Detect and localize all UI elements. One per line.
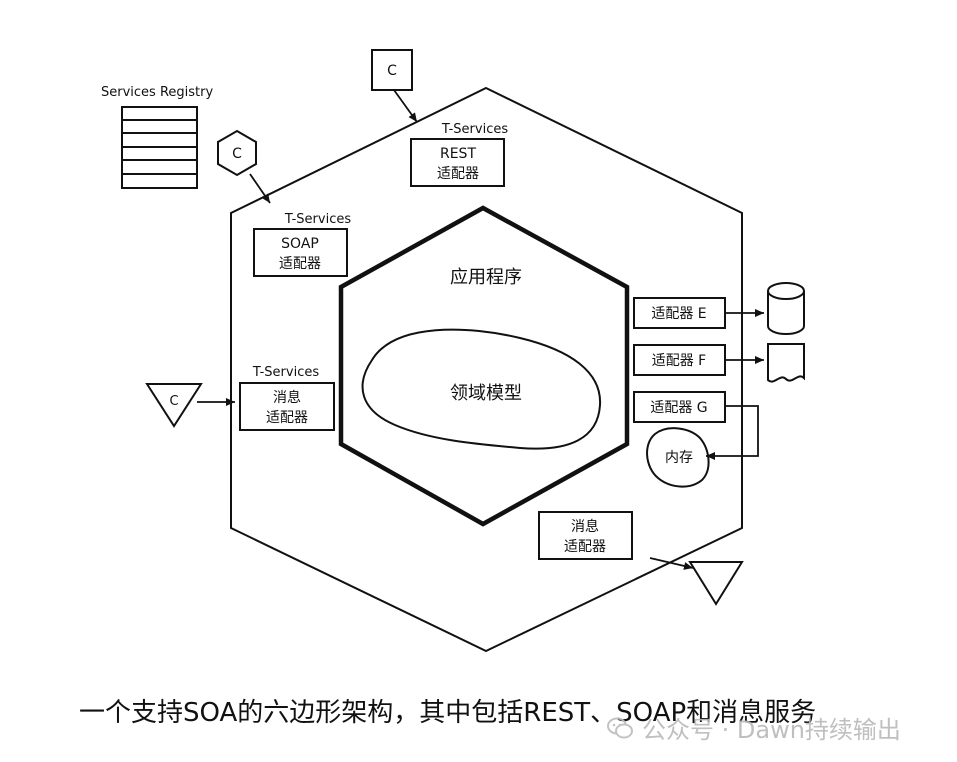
consumer-hexagon xyxy=(217,129,257,177)
message-adapter-left-box xyxy=(239,382,335,431)
message-adapter-left-line2: 适配器 xyxy=(266,410,308,426)
database-icon xyxy=(767,282,805,335)
adapter-g-label: 适配器 G xyxy=(650,400,707,416)
consumer-triangle xyxy=(145,383,203,428)
rest-adapter-line2: 适配器 xyxy=(437,166,479,182)
watermark-text: 公众号 · Dawn持续输出 xyxy=(642,716,901,744)
services-registry-icon xyxy=(121,106,198,189)
adapter-g-box xyxy=(633,391,726,423)
consumer-square-label: C xyxy=(387,63,397,79)
domain-model-label: 领域模型 xyxy=(450,383,522,404)
consumer-hexagon-label: C xyxy=(232,146,242,162)
watermark: 公众号 · Dawn持续输出 xyxy=(606,710,901,745)
consumer-square xyxy=(371,49,413,91)
arrow-hexagon-to-soap xyxy=(249,173,271,204)
soap-adapter-line1: SOAP xyxy=(281,236,319,252)
wechat-icon xyxy=(607,717,633,738)
t-services-message-label: T-Services xyxy=(252,365,319,380)
rest-adapter-box xyxy=(410,138,505,187)
soap-adapter-line2: 适配器 xyxy=(279,256,321,272)
services-registry-label: Services Registry xyxy=(101,85,213,100)
outer-hexagon xyxy=(230,86,743,653)
consumer-triangle-label: C xyxy=(169,394,178,409)
message-adapter-bottom-line1: 消息 xyxy=(571,518,599,535)
arrow-message-to-queue xyxy=(649,557,694,570)
message-adapter-bottom-line2: 适配器 xyxy=(564,539,606,555)
memory-label: 内存 xyxy=(665,450,693,466)
figure-caption: 一个支持SOA的六边形架构，其中包括REST、SOAP和消息服务 xyxy=(79,698,817,728)
inner-hexagon xyxy=(338,205,630,527)
message-adapter-left-line1: 消息 xyxy=(273,389,301,406)
message-adapter-bottom-box xyxy=(538,511,633,560)
adapter-f-label: 适配器 F xyxy=(652,353,707,369)
t-services-top-label: T-Services xyxy=(441,122,508,137)
adapter-e-label: 适配器 E xyxy=(651,306,706,322)
outbound-triangle xyxy=(688,561,744,606)
t-services-left-label: T-Services xyxy=(284,212,351,227)
file-icon xyxy=(767,343,805,383)
memory-blob xyxy=(646,427,710,488)
arrow-square-to-rest xyxy=(393,89,418,123)
domain-model-blob xyxy=(361,328,602,450)
soap-adapter-box xyxy=(253,228,348,277)
application-label: 应用程序 xyxy=(450,267,522,288)
arrow-adapter-g-to-memory xyxy=(706,405,759,460)
rest-adapter-line1: REST xyxy=(440,146,476,162)
